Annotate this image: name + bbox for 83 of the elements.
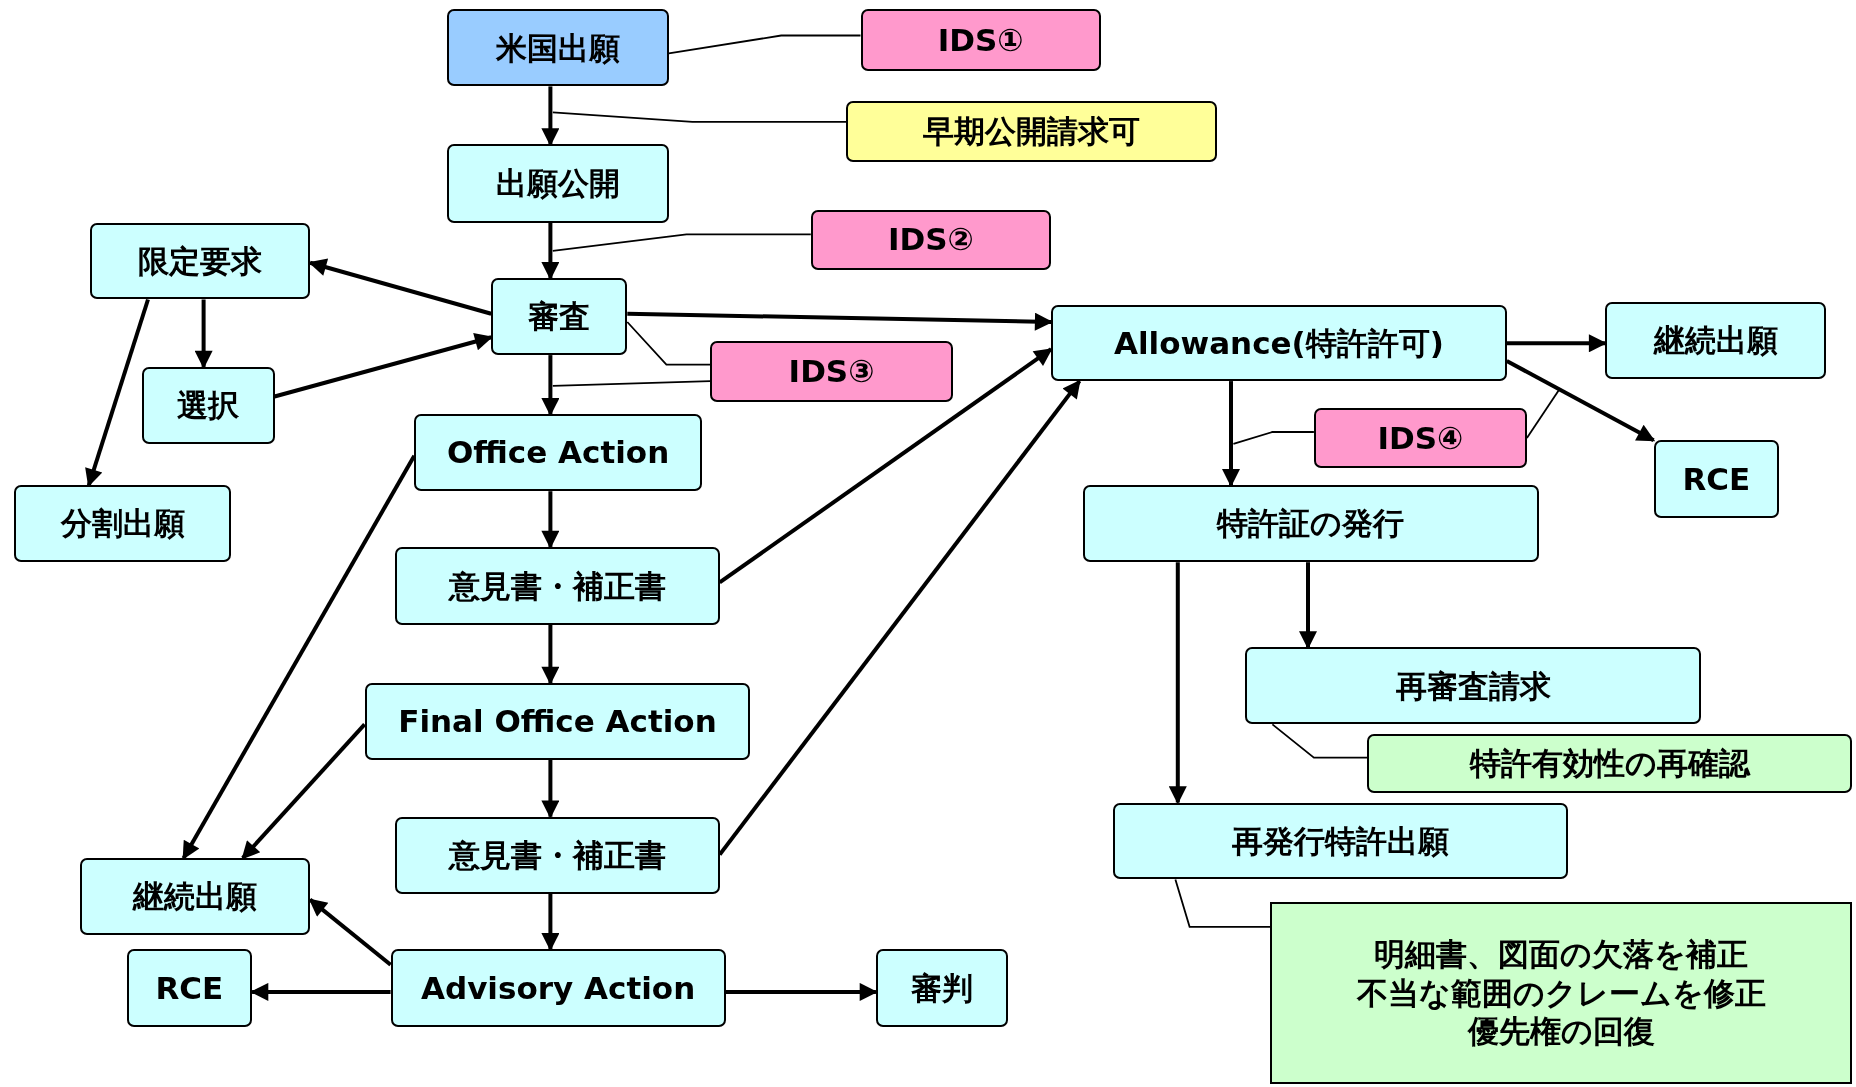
node-label: Office Action xyxy=(446,433,670,473)
arrow xyxy=(541,86,560,147)
leader-line xyxy=(1526,387,1561,439)
node-label: 分割出願 xyxy=(60,504,185,544)
process-box xyxy=(142,366,275,444)
process-box xyxy=(1653,440,1780,519)
node-label: Final Office Action xyxy=(398,702,717,741)
note-box xyxy=(846,100,1217,163)
leader-line xyxy=(551,233,812,252)
node-label: 特許有効性の再確認 xyxy=(1469,744,1750,783)
node-label: 早期公開請求可 xyxy=(923,112,1141,151)
node-label: 再審査請求 xyxy=(1395,666,1551,706)
arrow xyxy=(718,347,1053,585)
arrow xyxy=(1505,359,1656,443)
process-box xyxy=(1245,647,1701,725)
node-label: 再発行特許出願 xyxy=(1232,821,1449,861)
process-box xyxy=(1083,485,1539,563)
node-label: 継続出願 xyxy=(1653,320,1778,360)
node-label: Advisory Action xyxy=(420,968,696,1008)
node-label: 継続出願 xyxy=(133,877,258,916)
node-label: IDS④ xyxy=(1377,418,1464,458)
node-label: 出願公開 xyxy=(496,164,621,203)
note-box xyxy=(1367,733,1853,794)
node-label: IDS② xyxy=(888,220,974,260)
leader-line xyxy=(551,380,712,387)
node-label: 優先権の回復 xyxy=(1467,1012,1655,1052)
node-label: 明細書、図面の欠落を補正 xyxy=(1374,934,1749,974)
node-label: 特許証の発行 xyxy=(1217,504,1405,544)
node-label: 意見書・補正書 xyxy=(449,566,666,606)
process-box xyxy=(875,949,1009,1028)
process-box xyxy=(390,949,726,1028)
arrow xyxy=(541,893,560,952)
arrow xyxy=(541,759,560,819)
node-label: RCE xyxy=(155,968,224,1008)
arrow xyxy=(85,298,150,487)
leader-line xyxy=(667,34,862,55)
node-label: 審査 xyxy=(528,297,591,336)
node-label: RCE xyxy=(1682,460,1751,499)
arrow xyxy=(541,491,560,549)
node-label: 限定要求 xyxy=(138,241,263,281)
leader-line xyxy=(1174,878,1271,928)
process-box xyxy=(14,485,231,563)
node-label: 審判 xyxy=(911,968,974,1008)
process-box xyxy=(80,858,311,936)
arrow xyxy=(194,299,213,369)
node-label: 選択 xyxy=(177,386,240,425)
process-box xyxy=(89,222,311,300)
node-label: Allowance(特許許可) xyxy=(1114,323,1444,363)
arrow xyxy=(1506,334,1607,353)
process-box xyxy=(1112,802,1569,880)
leader-line xyxy=(1271,723,1368,759)
arrow xyxy=(1222,381,1240,488)
node-label: 意見書・補正書 xyxy=(449,835,666,875)
process-box xyxy=(491,278,628,356)
leader-line xyxy=(626,321,712,366)
process-box xyxy=(414,414,702,492)
note-box xyxy=(710,340,953,403)
arrow xyxy=(627,311,1053,331)
arrow xyxy=(1168,562,1187,805)
note-box xyxy=(810,209,1052,270)
leader-line xyxy=(551,111,848,123)
note-box xyxy=(1270,901,1853,1085)
node-label: 米国出願 xyxy=(496,28,621,68)
process-box xyxy=(1051,305,1507,382)
arrow xyxy=(541,355,560,417)
node-label: IDS③ xyxy=(788,352,875,392)
process-box xyxy=(447,9,669,87)
node-label: IDS① xyxy=(937,20,1024,60)
arrow xyxy=(1299,562,1317,650)
node-label: 不当な範囲のクレームを修正 xyxy=(1356,973,1766,1013)
note-box xyxy=(860,9,1101,71)
process-box xyxy=(447,144,669,223)
process-box xyxy=(1605,301,1827,379)
note-box xyxy=(1313,408,1527,468)
process-box xyxy=(364,682,751,760)
arrow xyxy=(274,332,493,399)
process-box xyxy=(395,546,720,625)
process-box xyxy=(395,816,720,894)
arrow xyxy=(541,625,560,685)
leader-line xyxy=(1232,431,1315,445)
process-box xyxy=(126,949,253,1028)
arrow xyxy=(718,379,1082,856)
arrow xyxy=(541,222,560,280)
